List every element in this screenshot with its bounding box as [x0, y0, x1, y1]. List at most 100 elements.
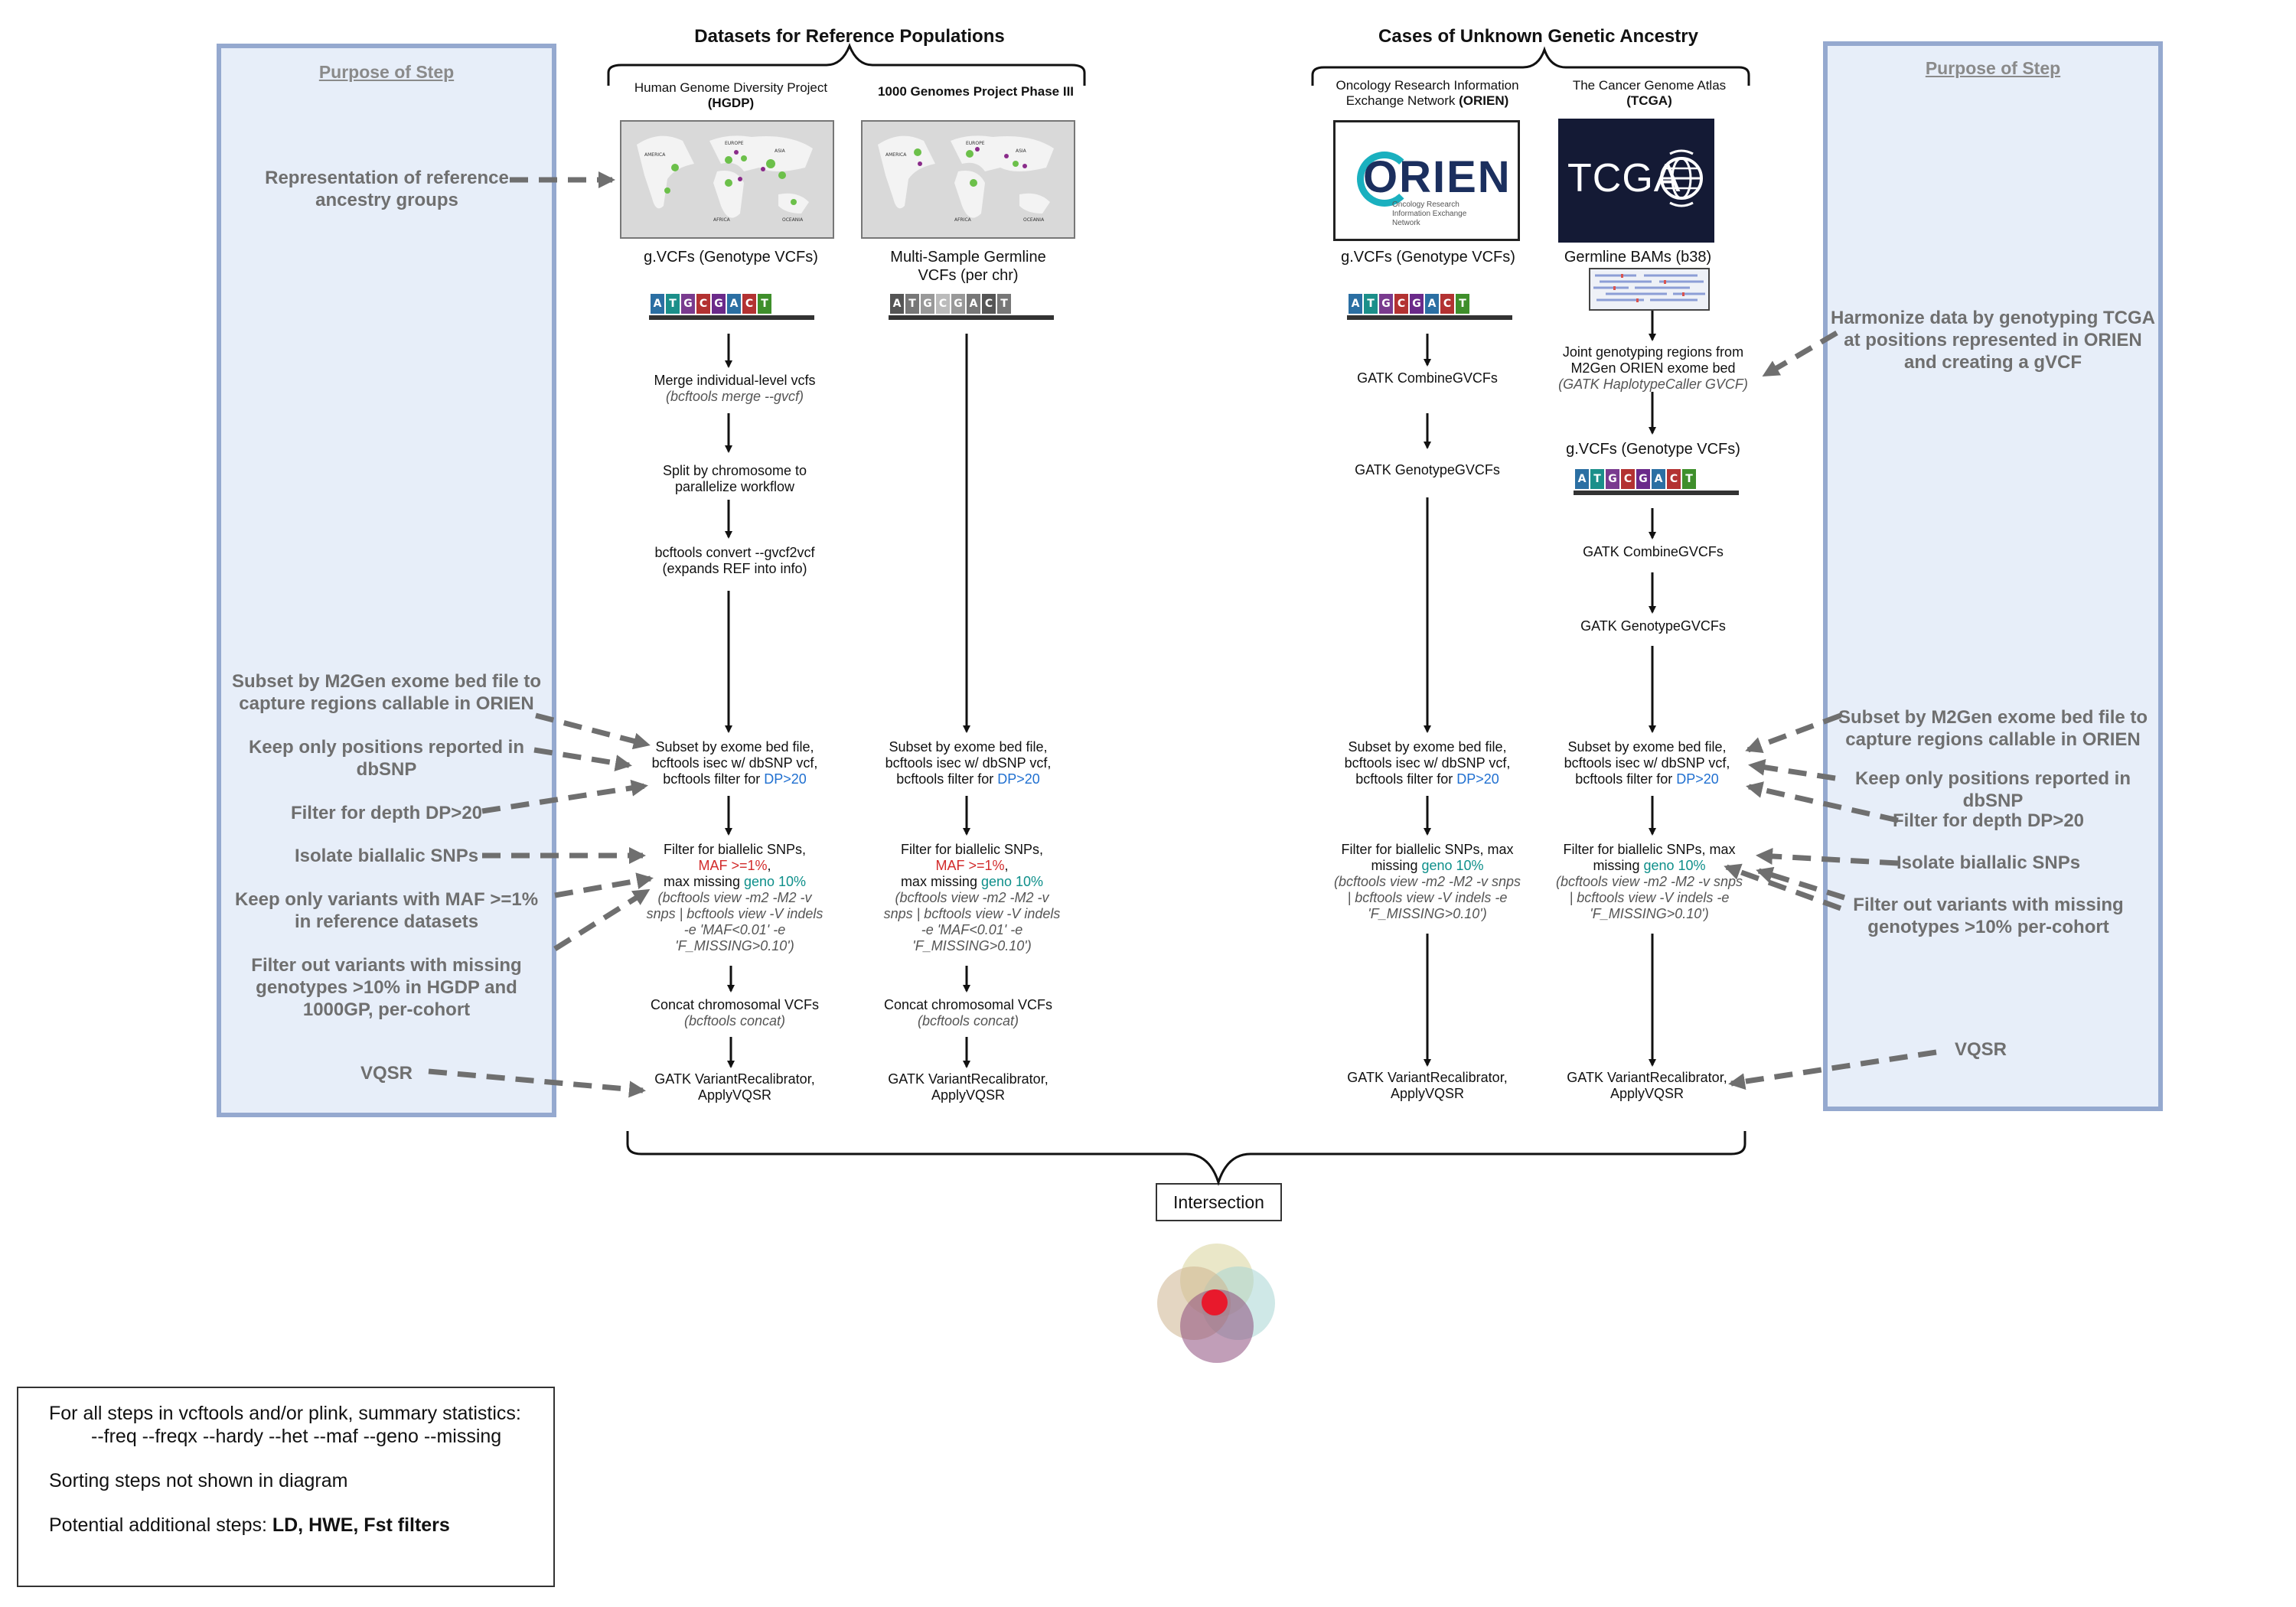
vqsr-line1: GATK VariantRecalibrator,: [888, 1071, 1049, 1087]
dna-base-letter: A: [1652, 469, 1665, 489]
hgdp-name: Human Genome Diversity Project (HGDP): [628, 80, 834, 111]
dna-base-letter: T: [997, 294, 1011, 314]
vqsr-line2: ApplyVQSR: [1390, 1086, 1465, 1101]
filter-command: (bcftools view -m2 -M2 -v snps | bcftool…: [646, 890, 823, 953]
hgdp-subset-step: Subset by exome bed file, bcftools isec …: [628, 739, 842, 787]
hgdp-split-step: Split by chromosome to parallelize workf…: [662, 463, 807, 494]
vqsr-line2: ApplyVQSR: [1609, 1086, 1684, 1101]
hgdp-biallelic-step: Filter for biallelic SNPs, MAF >=1%, max…: [643, 842, 827, 954]
subset-line2: bcftools isec w/ dbSNP vcf,: [1344, 755, 1511, 771]
dna-base-letter: T: [1364, 294, 1378, 314]
svg-text:EUROPE: EUROPE: [966, 141, 985, 146]
kg-fullname: 1000 Genomes Project Phase III: [877, 84, 1075, 99]
convert-note: (expands REF into info): [662, 561, 807, 576]
purpose-biallelic-right: Isolate biallalic SNPs: [1896, 852, 2081, 873]
purpose-dbsnp-left: Keep only positions reported in dbSNP: [248, 737, 525, 780]
subset-line3: bcftools filter for: [896, 771, 994, 787]
subset-line1: Subset by exome bed file,: [1567, 739, 1727, 755]
purpose-dbsnp-right: Keep only positions reported in dbSNP: [1854, 768, 2131, 811]
svg-text:AFRICA: AFRICA: [954, 217, 972, 223]
dna-base-letter: T: [1682, 469, 1696, 489]
globe-icon: [1660, 149, 1703, 207]
hgdp-vqsr-step: GATK VariantRecalibrator, ApplyVQSR: [628, 1071, 842, 1103]
tcga-abbr: (TCGA): [1626, 93, 1672, 108]
svg-text:OCEANIA: OCEANIA: [782, 217, 804, 223]
notes-line1: For all steps in vcftools and/or plink, …: [49, 1403, 521, 1424]
purpose-depth-left: Filter for depth DP>20: [290, 803, 483, 823]
purpose-subset-exome-right: Subset by M2Gen exome bed file to captur…: [1838, 707, 2148, 750]
dna-base-letter: G: [921, 294, 934, 314]
dna-base-letter: G: [1410, 294, 1424, 314]
geno-threshold: geno 10%: [1643, 858, 1706, 873]
notes-line3: Sorting steps not shown in diagram: [49, 1470, 348, 1491]
dna-base-hgdp: [649, 315, 814, 320]
hgdp-convert-step: bcftools convert --gvcf2vcf (expands REF…: [628, 545, 842, 577]
geno-threshold: geno 10%: [1421, 858, 1484, 873]
concat-label: Concat chromosomal VCFs: [650, 997, 820, 1012]
notes-line4: Potential additional steps: LD, HWE, Fst…: [49, 1514, 450, 1537]
vqsr-line1: GATK VariantRecalibrator,: [654, 1071, 815, 1087]
dna-base-letter: A: [967, 294, 980, 314]
dna-base-letter: G: [712, 294, 726, 314]
vqsr-line2: ApplyVQSR: [931, 1087, 1006, 1103]
svg-text:EUROPE: EUROPE: [725, 141, 744, 146]
concat-command: (bcftools concat): [683, 1013, 786, 1028]
maf-comma: ,: [767, 858, 771, 873]
dna-base-letter: C: [1621, 469, 1635, 489]
brace-reference: [607, 42, 1086, 86]
orien-combine-step: GATK CombineGVCFs: [1357, 370, 1498, 386]
svg-text:ASIA: ASIA: [1016, 148, 1027, 154]
dp-threshold: DP>20: [764, 771, 807, 787]
purpose-maf-left: Keep only variants with MAF >=1% in refe…: [234, 889, 539, 932]
purpose-missing-right: Filter out variants with missing genotyp…: [1853, 895, 2124, 937]
svg-text:AFRICA: AFRICA: [713, 217, 731, 223]
kg-vqsr-step: GATK VariantRecalibrator, ApplyVQSR: [861, 1071, 1075, 1103]
orien-fullname: Oncology Research Information Exchange N…: [1336, 78, 1519, 108]
orien-subset-step: Subset by exome bed file, bcftools isec …: [1320, 739, 1534, 787]
venn-diagram-icon: [1157, 1244, 1275, 1363]
convert-label: bcftools convert --gvcf2vcf: [654, 545, 815, 560]
orien-biallelic-step: Filter for biallelic SNPs, max missing g…: [1332, 842, 1523, 922]
concat-label: Concat chromosomal VCFs: [883, 997, 1053, 1012]
brace-unknown: [1311, 46, 1750, 86]
header-unknown: Cases of Unknown Genetic Ancestry: [1378, 26, 1698, 47]
tcga-name: The Cancer Genome Atlas (TCGA): [1554, 78, 1745, 109]
subset-line1: Subset by exome bed file,: [1348, 739, 1507, 755]
hgdp-merge-step: Merge individual-level vcfs (bcftools me…: [628, 373, 842, 405]
dna-base-letter: C: [936, 294, 950, 314]
right-purpose-panel: Purpose of Step: [1823, 41, 2163, 1111]
purpose-vqsr-left: VQSR: [360, 1063, 413, 1084]
concat-command: (bcftools concat): [917, 1013, 1019, 1028]
notes-box: For all steps in vcftools and/or plink, …: [17, 1387, 555, 1587]
purpose-vqsr-right: VQSR: [1954, 1039, 2007, 1060]
svg-text:AMERICA: AMERICA: [885, 152, 907, 158]
subset-line2: bcftools isec w/ dbSNP vcf,: [651, 755, 818, 771]
filter-command: (bcftools view -m2 -M2 -v snps | bcftool…: [1555, 874, 1743, 921]
biallelic-label: Filter for biallelic SNPs, max: [1341, 842, 1514, 857]
vqsr-line1: GATK VariantRecalibrator,: [1567, 1070, 1727, 1085]
tcga-biallelic-step: Filter for biallelic SNPs, max missing g…: [1554, 842, 1745, 922]
orien-logo-ring-icon: [1357, 152, 1412, 207]
purpose-missing-left: Filter out variants with missing genotyp…: [251, 955, 522, 1020]
orien-gvcf-label: g.VCFs (Genotype VCFs): [1341, 249, 1515, 266]
purpose-subset-exome-left: Subset by M2Gen exome bed file to captur…: [231, 671, 542, 714]
notes-line4-prefix: Potential additional steps:: [49, 1514, 272, 1536]
tcga-gvcf-label: g.VCFs (Genotype VCFs): [1566, 441, 1740, 458]
biallelic-label: Filter for biallelic SNPs,: [900, 842, 1044, 857]
brace-intersection: [626, 1131, 1746, 1186]
notes-line4-bold: LD, HWE, Fst filters: [272, 1514, 450, 1536]
max-missing-label: max missing: [900, 874, 977, 889]
dna-base-letter: C: [1440, 294, 1454, 314]
kg-biallelic-step: Filter for biallelic SNPs, MAF >=1%, max…: [880, 842, 1064, 954]
subset-line2: bcftools isec w/ dbSNP vcf,: [885, 755, 1052, 771]
hgdp-fullname: Human Genome Diversity Project: [634, 80, 828, 95]
dp-threshold: DP>20: [1676, 771, 1719, 787]
purpose-harmonize: Harmonize data by genotyping TCGA at pos…: [1830, 308, 2156, 373]
